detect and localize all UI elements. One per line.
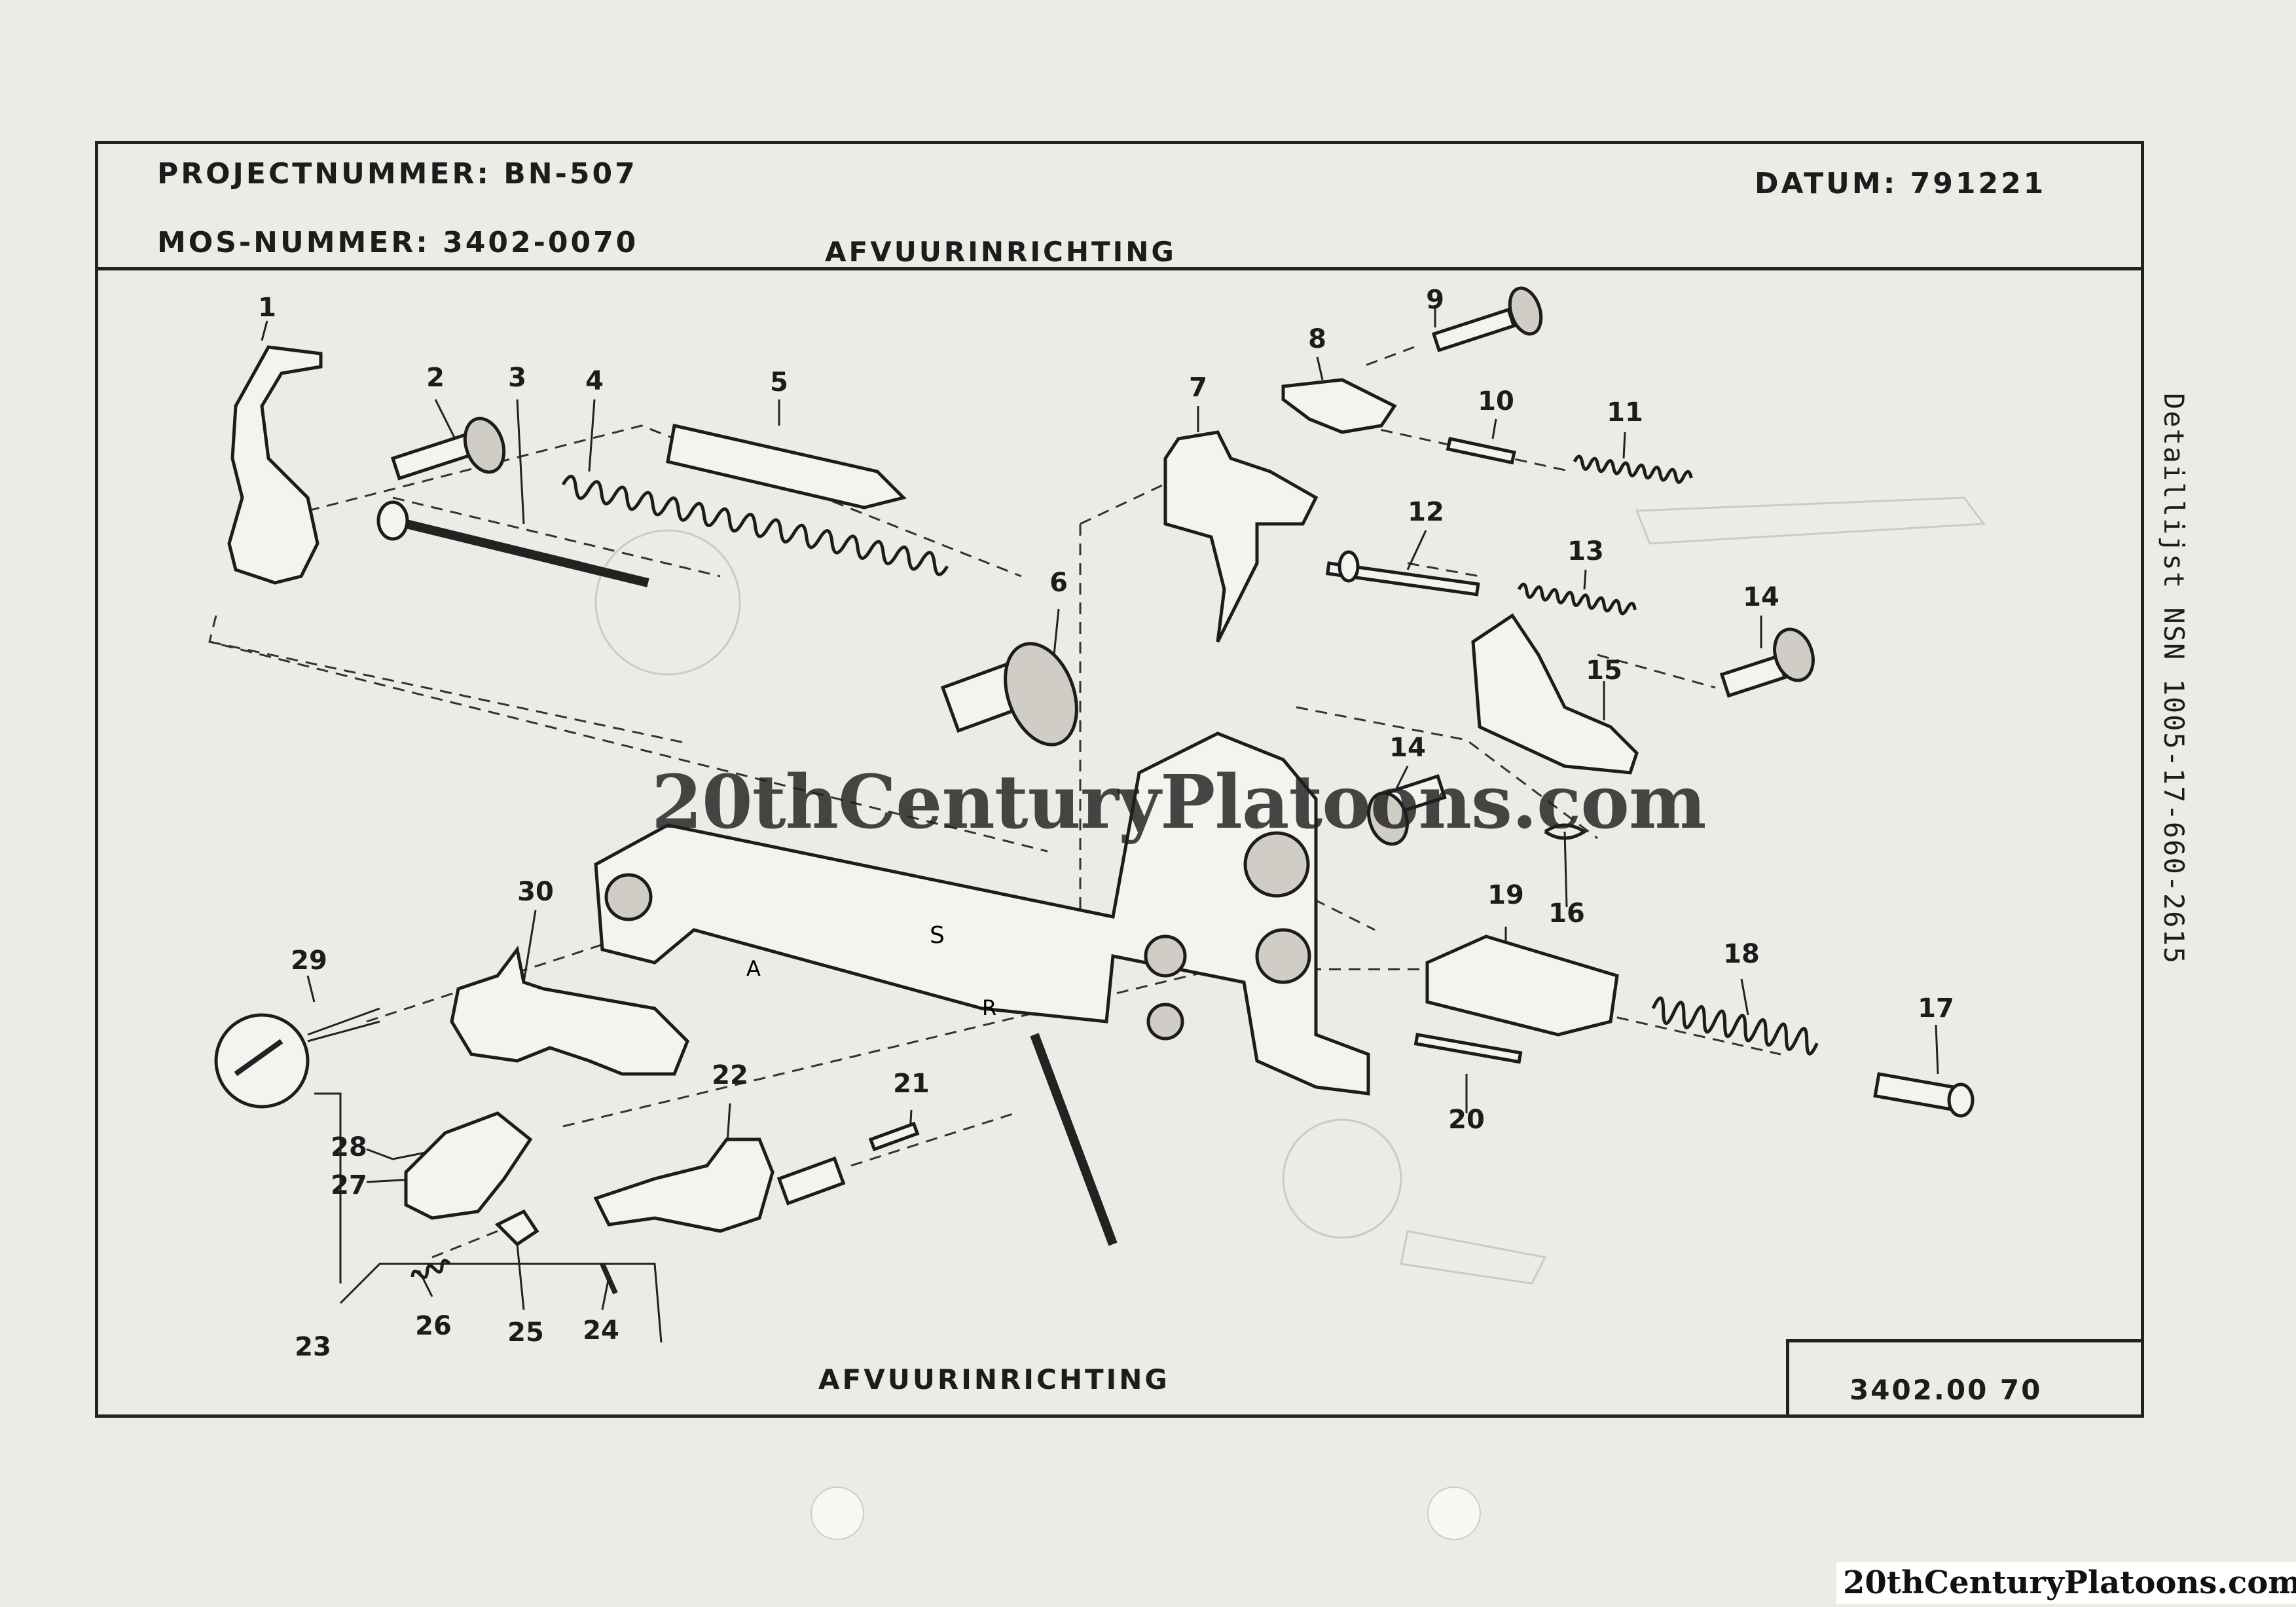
callout-3: 3: [508, 363, 526, 393]
part-22-pin: [776, 1156, 846, 1206]
callout-21: 21: [893, 1069, 930, 1099]
callout-26: 26: [415, 1311, 452, 1341]
part-7-trigger: [1163, 430, 1319, 643]
part-2-pin: [390, 416, 506, 481]
callout-23: 23: [295, 1332, 331, 1362]
part-29-knob: [214, 1007, 380, 1109]
callout-12: 12: [1408, 497, 1444, 527]
callout-13: 13: [1567, 536, 1604, 566]
part-18-spring: [1651, 996, 1819, 1056]
part-11-spring: [1573, 454, 1693, 484]
drawing-code: 3402.00 70: [1850, 1374, 2043, 1406]
selector-mark-r: R: [982, 995, 996, 1020]
callout-10: 10: [1478, 386, 1514, 416]
callout-1: 1: [258, 293, 276, 323]
drawing-frame: [95, 141, 2144, 1418]
callout-22: 22: [712, 1060, 748, 1090]
side-annotation: Detaillijst NSN 1005-17-660-2615: [2158, 393, 2190, 965]
part-9-screw: [1431, 286, 1543, 352]
part-20-pin: [1413, 1033, 1523, 1064]
part-30-selector: [450, 946, 689, 1076]
corner-credit: 20thCenturyPlatoons.com: [1836, 1562, 2296, 1604]
part-3-rod: [376, 500, 649, 587]
callout-14: 14: [1743, 582, 1779, 612]
part-15-bracket: [1471, 613, 1639, 775]
date: DATUM: 791221: [1755, 167, 2047, 200]
receiver-body: S A R: [594, 731, 1370, 1246]
punch-hole-right: [1427, 1487, 1481, 1540]
part-25-bushing: [494, 1209, 539, 1247]
part-8-sear: [1281, 378, 1397, 434]
drawing-title: AFVUURINRICHTING: [825, 236, 1176, 268]
part-14-screw: [1719, 627, 1815, 698]
callout-20: 20: [1448, 1105, 1485, 1135]
part-17-pin: [1873, 1072, 1975, 1118]
project-number: PROJECTNUMMER: BN-507: [157, 157, 638, 191]
part-13-spring: [1517, 582, 1637, 616]
part-22-lever: [593, 1137, 774, 1233]
bleed-through-ghost: [594, 496, 1986, 1285]
part-12-pin: [1325, 550, 1480, 597]
callout-16: 16: [1548, 898, 1585, 929]
part-26-spring: [410, 1259, 451, 1280]
part-5-cylinder: [666, 423, 907, 509]
callout-27: 27: [331, 1170, 367, 1200]
part-21-small-pin: [868, 1121, 920, 1152]
callout-18: 18: [1723, 939, 1760, 969]
part-24-pin: [600, 1263, 618, 1295]
callout-29: 29: [291, 946, 327, 976]
callout-5: 5: [770, 367, 788, 397]
callout-2: 2: [426, 363, 445, 393]
callout-19: 19: [1487, 880, 1524, 910]
header-divider: [95, 267, 2144, 270]
callout-9: 9: [1426, 285, 1444, 315]
part-10-small-pin: [1446, 437, 1516, 465]
callout-7: 7: [1189, 373, 1207, 403]
part-27-28-cam: [404, 1111, 533, 1220]
callout-24: 24: [583, 1316, 619, 1346]
callout-17: 17: [1918, 993, 1954, 1024]
callout-15: 15: [1586, 656, 1622, 686]
part-19-housing: [1425, 934, 1619, 1037]
selector-mark-a: A: [746, 956, 761, 981]
footer-title: AFVUURINRICHTING: [818, 1363, 1170, 1395]
part-6-bushing: [940, 642, 1078, 747]
callout-4: 4: [585, 366, 604, 396]
selector-mark-s: S: [930, 922, 945, 949]
callout-28: 28: [331, 1132, 367, 1162]
callout-11: 11: [1607, 397, 1643, 428]
callout-6: 6: [1049, 568, 1068, 598]
part-1-hammer: [227, 345, 323, 585]
part-14b-screw: [1367, 774, 1447, 846]
callout-8: 8: [1308, 324, 1326, 354]
part-4-spring: [561, 474, 949, 576]
mos-number: MOS-NUMMER: 3402-0070: [157, 226, 639, 259]
drawing-code-box: [1786, 1339, 2144, 1418]
punch-hole-left: [811, 1487, 864, 1540]
callout-14-lower: 14: [1389, 733, 1426, 763]
leader-lines: [261, 308, 1939, 1343]
callout-30: 30: [517, 877, 554, 907]
watermark: 20thCenturyPlatoons.com: [651, 760, 1706, 845]
part-16-clip: [1544, 823, 1588, 840]
callout-25: 25: [507, 1318, 544, 1348]
